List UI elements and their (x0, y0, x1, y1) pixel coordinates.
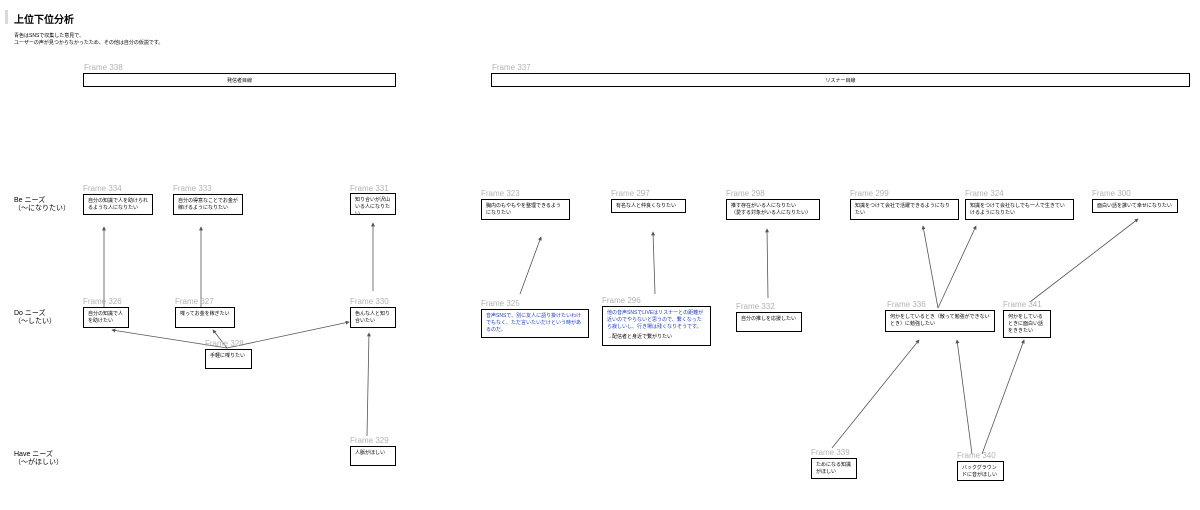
frame-label-341: Frame 341 (1003, 300, 1042, 309)
frame-label-298: Frame 298 (726, 189, 765, 198)
arrow-336-299 (921, 225, 939, 309)
frame-label-323: Frame 323 (481, 189, 520, 198)
arrow-340-341 (981, 339, 1025, 455)
frame-label-330: Frame 330 (350, 297, 389, 306)
title-accent-bar (5, 10, 8, 24)
node-f326: 自分の知識で人を助けたい (83, 307, 129, 328)
arrow-341-300 (1029, 218, 1139, 303)
frame-label-333: Frame 333 (173, 184, 212, 193)
frame-label-326: Frame 326 (83, 297, 122, 306)
node-f296-user-voice: 他の音声SNSでLIVEはリスナーとの距離が近いのでやらないと思うので、繋くなっ… (602, 306, 711, 346)
arrow-332-298 (765, 228, 770, 299)
node-f340: バックグラウンドに音がほしい (957, 461, 1004, 481)
node-f328: 手軽に喋りたい (205, 349, 252, 369)
node-f296-sub: →配信者と身近で繋がりたい (607, 334, 673, 340)
frame-label-296: Frame 296 (602, 296, 641, 305)
arrow-328-326 (111, 328, 228, 349)
frame-label-338: Frame 338 (84, 63, 123, 72)
page-title: 上位下位分析 (14, 15, 74, 26)
arrow-325-323 (519, 236, 542, 295)
frame-label-340: Frame 340 (957, 451, 996, 460)
node-f333: 自分の得意なことでお金が稼げるようになりたい (173, 194, 243, 215)
arrow-336-324 (937, 225, 977, 309)
row-label-do: Do ニーズ （〜したい） (14, 310, 56, 325)
node-f297: 有名な人と仲良くなりたい (611, 199, 686, 213)
frame-label-336: Frame 336 (887, 300, 926, 309)
node-f336: 何かをしているとき（散って勉強ができないとき）に勉強したい (885, 310, 995, 332)
node-f339: ためになる知識がほしい (811, 458, 857, 479)
frame-label-328: Frame 328 (205, 339, 244, 348)
frame-label-337: Frame 337 (492, 63, 531, 72)
frame-label-324: Frame 324 (965, 189, 1004, 198)
frame-label-297: Frame 297 (611, 189, 650, 198)
frame-label-325: Frame 325 (481, 299, 520, 308)
frame-label-327: Frame 327 (175, 297, 214, 306)
arrow-296-297 (651, 231, 656, 295)
sender-perspective-header: 発信者目線 (83, 73, 396, 87)
page-description: 青色はSNSで収集した意見で、 ユーザーの声が見つからなかったため、その他は自分… (14, 33, 164, 46)
frame-label-334: Frame 334 (83, 184, 122, 193)
arrow-328-330 (226, 320, 350, 349)
node-f327: 喋ってお金を稼ぎたい (175, 307, 235, 328)
arrow-329-330 (366, 332, 371, 437)
node-f329: 人脈がほしい (350, 446, 396, 466)
row-label-have: Have ニーズ （〜がほしい） (14, 451, 63, 466)
node-f323: 胸内のもやもやを整理できるようになりたい (481, 199, 570, 220)
node-f298: 推す存在がいる人になりたい （愛する対象がいる人になりたい） (726, 199, 820, 220)
arrow-328-327 (212, 329, 228, 349)
node-f332: 自分の推しを応援したい (736, 312, 802, 332)
node-f331: 知り合いが沢山いる人になりたい (350, 193, 396, 215)
listener-perspective-header: リスナー目線 (491, 73, 1190, 87)
arrow-339-336 (831, 339, 920, 449)
node-f330: 色んな人と知り合いたい (350, 307, 396, 328)
arrow-340-336 (955, 339, 973, 455)
node-f341: 何かをしているときに面白い話をききたい (1003, 310, 1051, 338)
node-f334: 自分の知識で人を助けられるような人になりたい (83, 194, 153, 215)
frame-label-331: Frame 331 (350, 184, 389, 193)
frame-label-332: Frame 332 (736, 302, 775, 311)
node-f324: 知識をつけて会社なしでも一人で生きていけるようになりたい (965, 199, 1074, 220)
row-label-be: Be ニーズ （〜になりたい） (14, 197, 70, 212)
frame-label-299: Frame 299 (850, 189, 889, 198)
node-f299: 知識をつけて会社で活躍できるようになりたい (850, 199, 959, 220)
frame-label-329: Frame 329 (350, 436, 389, 445)
frame-label-339: Frame 339 (811, 448, 850, 457)
node-f325-user-voice: 音声SNSで、別に友人に語り掛けたいわけでもなく、ただ言いたいだけという時がある… (481, 309, 589, 338)
node-f296-text: 他の音声SNSでLIVEはリスナーとの距離が近いのでやらないと思うので、繋くなっ… (607, 310, 704, 330)
frame-label-300: Frame 300 (1092, 189, 1131, 198)
node-f300: 面白い話を誰いて幸せになりたい (1092, 199, 1178, 213)
